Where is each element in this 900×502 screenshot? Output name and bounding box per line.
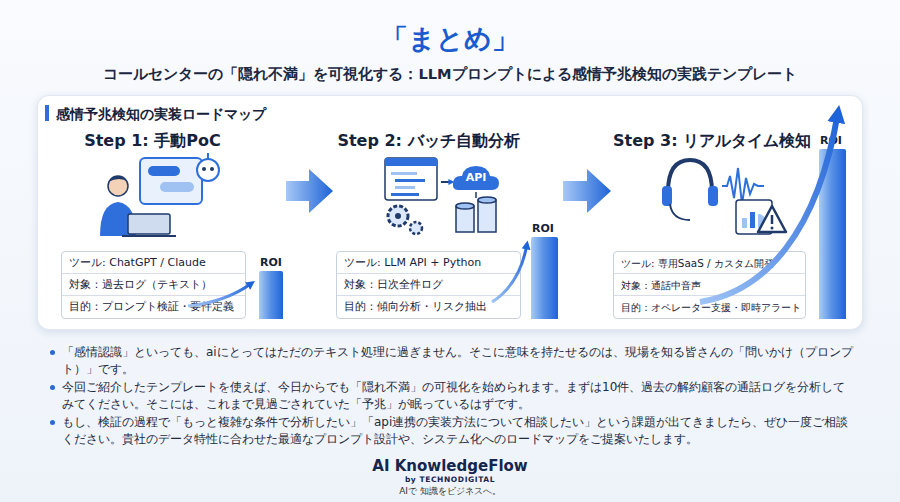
info-row: ツール: ChatGPT / Claude [62, 252, 245, 274]
step-column: Step 2: バッチ自動分析ツール: LLM API + Python対象：日… [333, 129, 563, 324]
info-row: 目的：プロンプト検証・要件定義 [62, 296, 245, 318]
code-line [391, 172, 417, 175]
step-column: Step 1: 手動PoC ツール: ChatGPT / Claude対象：過去ロ… [59, 129, 286, 324]
chat-illustration [100, 153, 219, 236]
chart-bar [742, 218, 747, 228]
info-row: ツール: LLM API + Python [337, 252, 520, 274]
laptop [128, 214, 170, 234]
database [456, 192, 496, 232]
step-column: Step 3: リアルタイム検知ツール: 専用SaaS / カスタム開発対象：通… [611, 129, 851, 324]
laptop-base [122, 235, 176, 237]
robot-eye [210, 167, 214, 171]
growth-arrow [700, 112, 838, 302]
report-sheet [736, 200, 772, 234]
code-line [395, 179, 425, 182]
info-row: 目的：傾向分析・リスク抽出 [337, 296, 520, 318]
bullet-text: 「感情認識」といっても、aiにとってはただのテキスト処理に過ぎません。そこに意味… [62, 344, 857, 378]
info-box: ツール: LLM API + Python対象：日次全件ログ目的：傾向分析・リス… [336, 251, 521, 319]
page-subtitle: コールセンターの「隠れ不満」を可視化する：LLMプロンプトによる感情予兆検知の実… [0, 64, 900, 85]
roi-label: ROI [249, 256, 293, 270]
connector-line [475, 192, 477, 198]
headset-earcup [662, 186, 672, 206]
person-body [100, 202, 136, 236]
flow-arrow [286, 169, 333, 213]
info-row: 対象：通話中音声 [614, 274, 805, 296]
accent-bar [45, 105, 49, 121]
headset-band [668, 160, 712, 192]
warning-triangle [758, 206, 786, 232]
bullet-text: もし、検証の過程で「もっと複雑な条件で分析したい」「api連携の実装方法について… [62, 414, 857, 448]
chat-bubble [160, 182, 194, 192]
brand-tagline: AIで 知識をビジネスへ。 [0, 485, 900, 497]
gear [388, 206, 408, 226]
waveform [722, 168, 764, 204]
bullet-dot [50, 385, 55, 390]
bullet-dot [50, 350, 55, 355]
warning-mark [771, 227, 774, 230]
bullet-text: 今回ご紹介したテンプレートを使えば、今日からでも「隠れ不満」の可視化を始められま… [62, 379, 857, 413]
code-line [395, 186, 415, 189]
realtime-illustration [662, 160, 786, 234]
brand-logo: AI KnowledgeFlow [0, 457, 900, 475]
batch-illustration [385, 158, 499, 234]
info-row: ツール: 専用SaaS / カスタム開発 [614, 252, 805, 274]
roi-bar: ROI [531, 237, 558, 319]
gear-hub [395, 213, 401, 219]
flow-arrow [563, 169, 611, 213]
chat-window [140, 158, 202, 204]
db-top [456, 203, 474, 209]
window-bar [385, 158, 437, 166]
code-line [391, 193, 419, 196]
person-head [108, 176, 128, 196]
chart-bar [750, 212, 755, 228]
info-row: 目的：オペレーター支援・即時アラート [614, 296, 805, 318]
roi-bar: ROI [819, 149, 846, 319]
db-cylinder [478, 200, 496, 232]
warning-mark [771, 215, 774, 224]
growth-arrow [492, 244, 527, 302]
chart-pie [758, 214, 766, 228]
roi-label: ROI [809, 134, 853, 148]
robot-eye [202, 167, 206, 171]
chat-bubble [148, 166, 180, 176]
growth-arrow [188, 283, 252, 306]
api-cloud [453, 166, 499, 190]
db-top [478, 197, 496, 203]
roi-label: ROI [521, 222, 565, 236]
roadmap-panel: 感情予兆検知の実装ロードマップ Step 1: 手動PoC ツール: ChatGPT… [37, 95, 863, 330]
step-title: Step 3: リアルタイム検知 [613, 131, 806, 151]
info-row: 対象：日次全件ログ [337, 274, 520, 296]
person-hair [108, 176, 128, 182]
db-cylinder [456, 206, 474, 232]
step-title: Step 2: バッチ自動分析 [336, 131, 521, 151]
headset-earcup [708, 186, 718, 206]
code-window [385, 158, 437, 200]
bullet-dot [50, 420, 55, 425]
step-title: Step 1: 手動PoC [59, 131, 246, 151]
headset-mic [670, 204, 690, 220]
panel-heading: 感情予兆検知の実装ロードマップ [56, 105, 266, 123]
info-row: 対象：過去ログ（テキスト） [62, 274, 245, 296]
flow-arrow [441, 181, 452, 183]
brand-byline: by TECHNODIGITAL [0, 475, 900, 484]
info-box: ツール: ChatGPT / Claude対象：過去ログ（テキスト）目的：プロン… [61, 251, 246, 319]
gear [410, 222, 422, 234]
robot-head [197, 159, 219, 181]
robot-antenna [207, 153, 209, 159]
page-title: 「まとめ」 [0, 22, 900, 55]
info-box: ツール: 専用SaaS / カスタム開発対象：通話中音声目的：オペレーター支援・… [613, 251, 806, 319]
roi-bar: ROI [259, 271, 283, 319]
